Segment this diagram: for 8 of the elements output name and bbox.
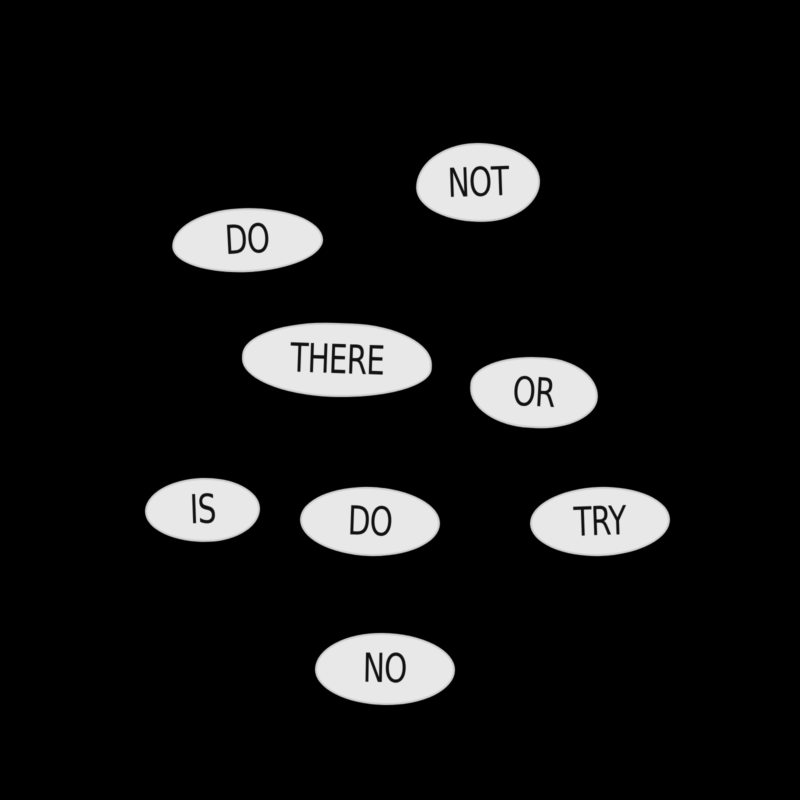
word-label: NO <box>362 648 408 690</box>
word-label: DO <box>347 500 393 542</box>
word-label: OR <box>512 371 556 414</box>
word-label: THERE <box>289 338 385 382</box>
word-label: TRY <box>573 500 627 542</box>
word-label: DO <box>224 218 271 262</box>
word-label: IS <box>188 490 216 530</box>
word-label: NOT <box>446 161 510 204</box>
